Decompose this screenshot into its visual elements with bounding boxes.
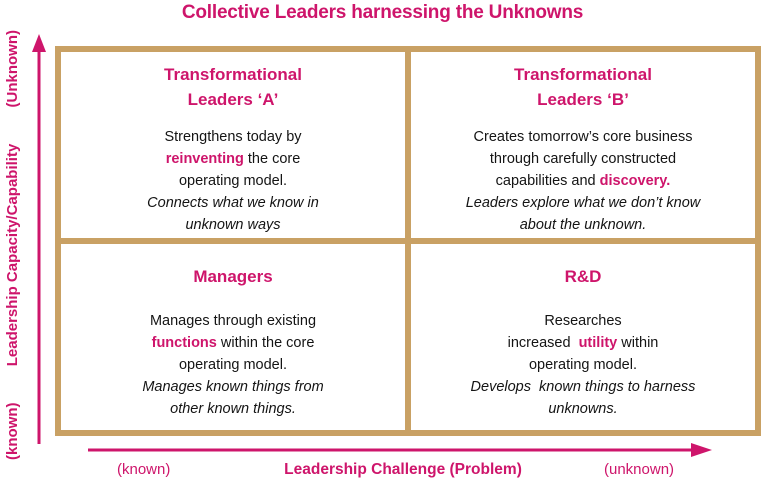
body-line: Manages known things from [142,379,324,395]
body-line: operating model. [178,357,287,373]
quadrant-grid: Transformational Leaders ‘A’ Strengthens… [55,46,761,436]
body-line: Manages through existing [149,313,317,329]
y-axis-label: Leadership Capacity/Capability [3,143,21,367]
body-line: operating model. [528,357,637,373]
quadrant-body: Strengthens today by reinventing the core… [61,126,405,236]
body-line: operating model. [178,173,287,189]
body-line: Creates tomorrow’s core business [473,129,693,145]
quadrant-body: Manages through existing functions within… [61,310,405,420]
body-line: Develops known things to harness [470,379,696,395]
x-axis-high-label: (unknown) [604,461,675,478]
y-axis: (known) Leadership Capacity/Capability (… [2,30,22,460]
body-line: unknowns. [548,401,618,417]
quadrant-body: Researches increased utility within operat… [411,310,755,420]
body-line: Leaders explore what we don’t know [465,195,701,211]
quadrant-top-right: Transformational Leaders ‘B’ Creates tom… [411,52,755,238]
body-line: increased utility within [507,335,659,351]
quadrant-top-left: Transformational Leaders ‘A’ Strengthens… [61,52,405,238]
body-line: Strengthens today by [164,129,302,145]
quadrant-title: Managers [193,267,273,286]
quadrant-body: Creates tomorrow’s core business through … [411,126,755,236]
quadrant-title: R&D [564,267,602,286]
quadrant-bottom-left: Managers Manages through existing functio… [61,244,405,430]
quadrant-bottom-right: R&D Researches increased utility within op… [411,244,755,430]
x-axis: (known) Leadership Challenge (Problem) (… [0,461,765,485]
right-arrow-icon [88,441,713,464]
body-line: capabilities and discovery. [495,173,671,189]
body-line: Researches [544,313,622,329]
body-line: through carefully constructed [489,151,677,167]
body-line: reinventing the core [165,151,301,167]
y-axis-high-label: (Unknown) [3,30,21,108]
x-axis-label: Leadership Challenge (Problem) [284,461,522,478]
y-axis-low-label: (known) [3,402,21,461]
body-line: about the unknown. [519,217,647,233]
body-line: unknown ways [185,217,281,233]
x-axis-low-label: (known) [117,461,171,478]
body-line: Connects what we know in [147,195,319,211]
up-arrow-icon [30,34,48,453]
quadrant-title: Transformational Leaders ‘B’ [514,65,652,109]
quadrant-title: Transformational Leaders ‘A’ [164,65,302,109]
body-line: functions within the core [151,335,315,351]
page-title: Collective Leaders harnessing the Unknow… [181,2,584,23]
body-line: other known things. [170,401,296,417]
